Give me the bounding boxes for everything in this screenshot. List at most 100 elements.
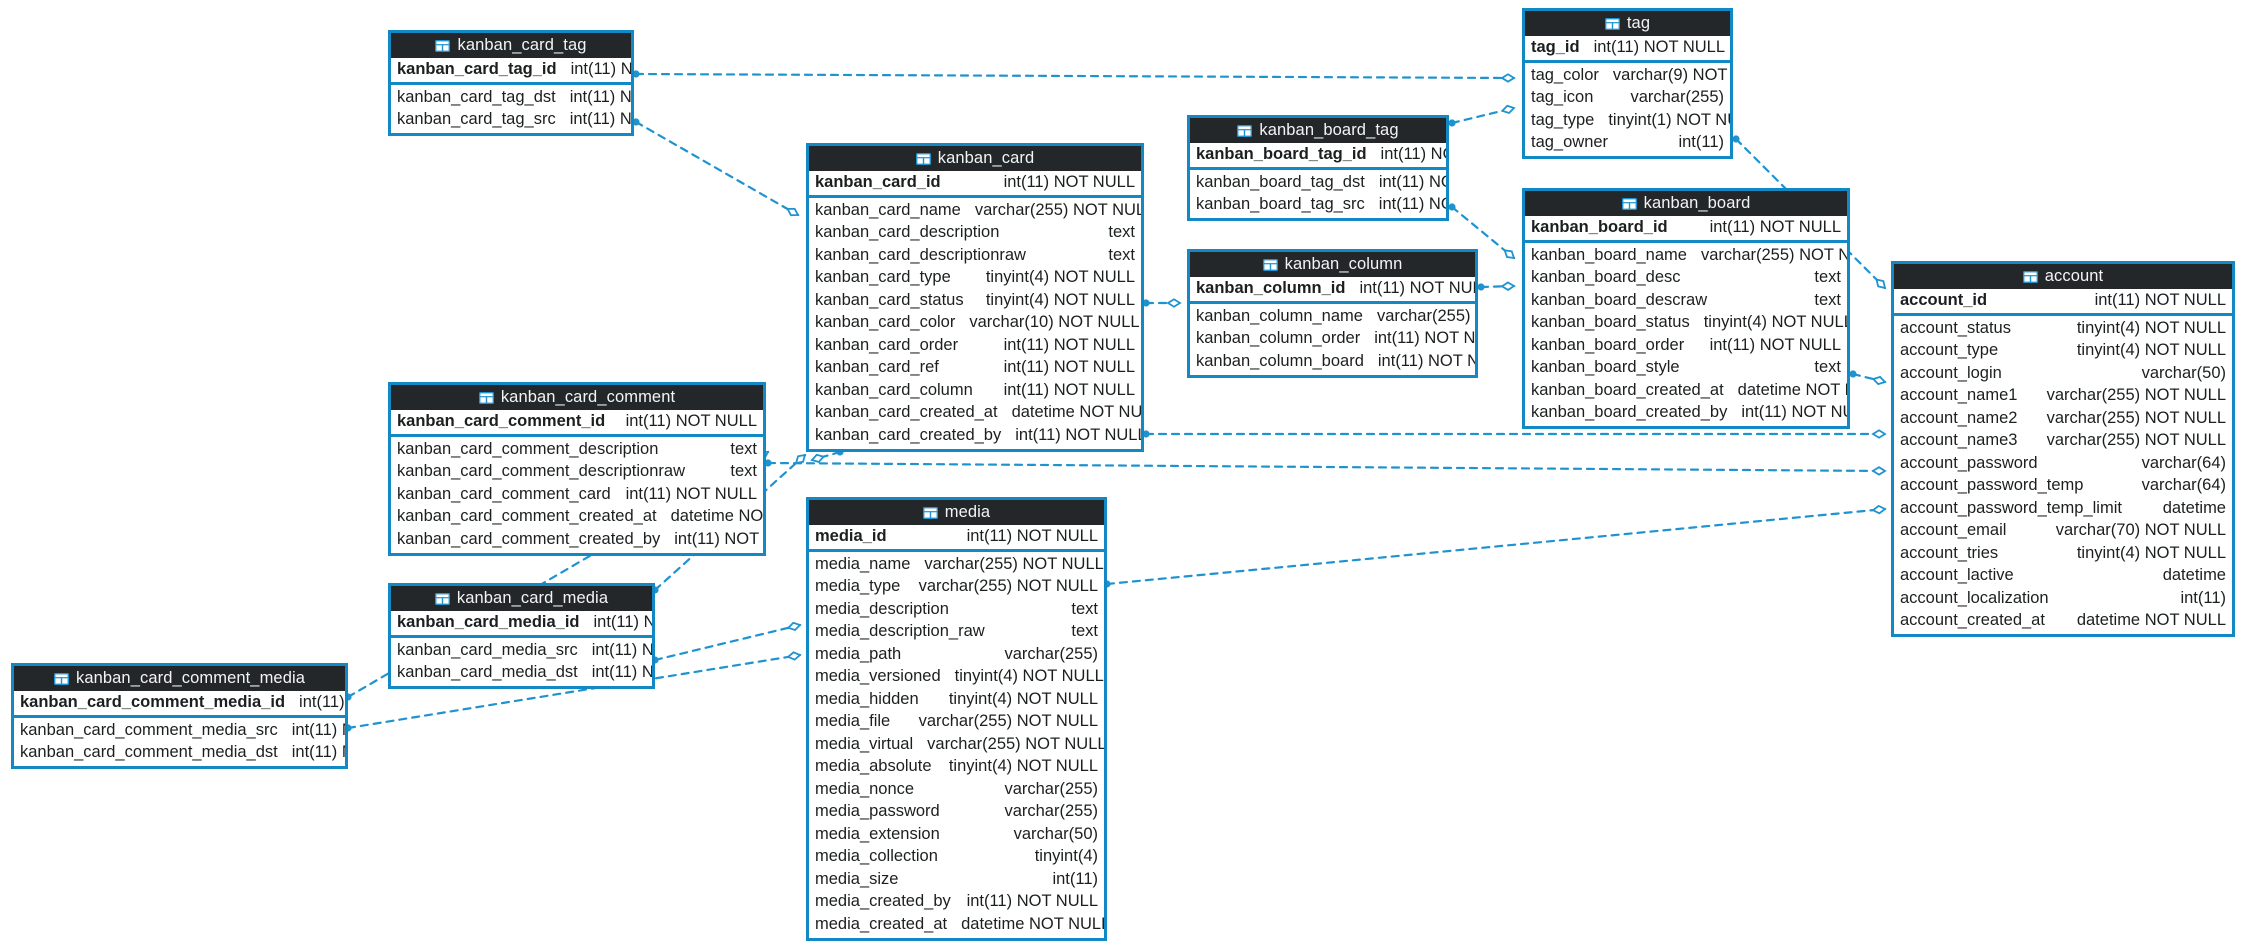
table-header-account[interactable]: account (1894, 264, 2232, 289)
table-header-kanban_card_tag[interactable]: kanban_card_tag (391, 33, 631, 58)
table-header-kanban_card_media[interactable]: kanban_card_media (391, 586, 652, 611)
table-header-kanban_card[interactable]: kanban_card (809, 146, 1141, 171)
table-header-kanban_board_tag[interactable]: kanban_board_tag (1190, 118, 1446, 143)
table-header-media[interactable]: media (809, 500, 1104, 525)
table-header-kanban_card_comment_media[interactable]: kanban_card_comment_media (14, 666, 345, 691)
table-header-kanban_column[interactable]: kanban_column (1190, 252, 1475, 277)
table-header-kanban_board[interactable]: kanban_board (1525, 191, 1847, 216)
table-header-tag[interactable]: tag (1525, 11, 1730, 36)
